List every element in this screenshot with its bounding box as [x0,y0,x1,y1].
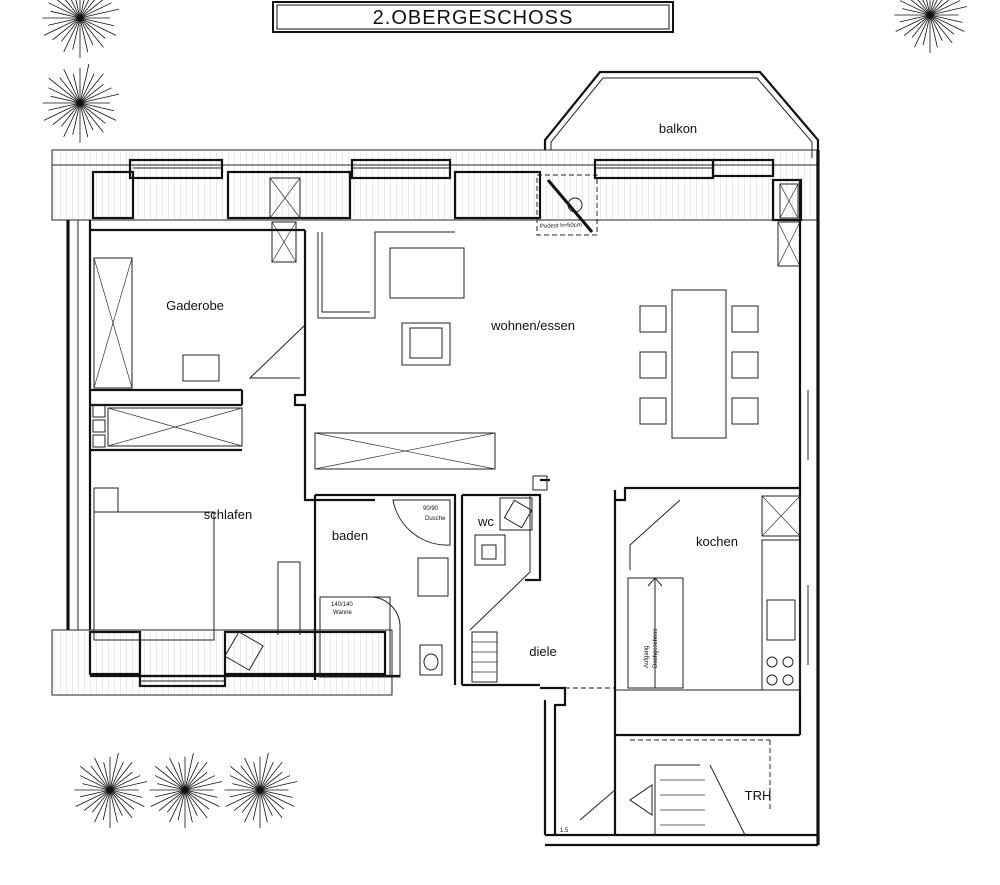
title-block: 2.OBERGESCHOSS [272,1,674,33]
schlafen-room [90,404,301,641]
tree-symbol-icon [149,752,223,828]
dusche-size-label: 90/90 [423,506,439,512]
tree-symbol-icon [74,752,148,828]
tree-symbol-icon [42,63,120,143]
wc-room [462,475,550,683]
diele-room: 1.5 [462,683,818,847]
tree-symbol-icon [42,0,120,58]
label-gaderobe: Gaderobe [166,298,224,313]
kochen-room: Aufgang Dachgeschoss [613,486,801,835]
trees-group [42,0,968,828]
wanne-label: Wanne [333,610,352,616]
label-schlafen: schlafen [204,507,252,522]
dachgeschoss-label: Dachgeschoss [653,629,659,668]
tree-symbol-icon [224,752,298,828]
baden-room: 90/90 Dusche 140/140 Wanne [313,493,464,685]
label-wohnen-essen: wohnen/essen [490,318,575,333]
label-wc: wc [477,514,494,529]
label-balkon: balkon [659,121,697,136]
aufgang-label: Aufgang [644,646,650,668]
bottom-eaves [51,629,400,696]
trh-stair [629,739,771,836]
gaderobe-room [90,228,306,407]
eaves-band [51,149,819,221]
podest-label: Podest h=50cm [540,223,582,230]
balcony [543,70,820,158]
dim-label: 1.5 [560,828,569,834]
label-baden: baden [332,528,368,543]
plan-title: 2.OBERGESCHOSS [373,7,574,29]
outer-walls [66,150,820,845]
tree-symbol-icon [894,0,968,53]
wohnen-essen-room [293,230,759,502]
label-kochen: kochen [696,534,738,549]
dusche-label: Dusche [425,516,446,522]
label-diele: diele [529,644,556,659]
wanne-size-label: 140/140 [331,602,353,608]
label-trh: TRH [745,788,772,803]
